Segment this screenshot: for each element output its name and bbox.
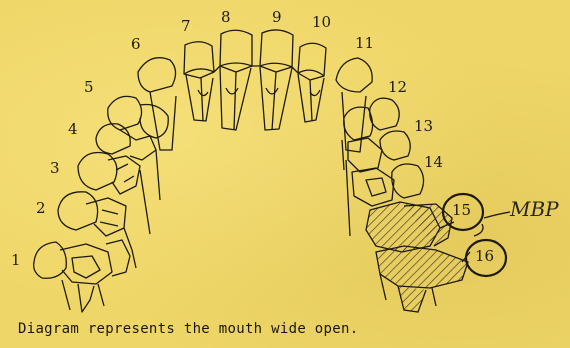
tooth-number-10: 10 [312,15,331,30]
tooth-number-14: 14 [424,155,443,170]
tooth-8 [220,30,252,72]
tooth-12 [370,98,399,130]
tooth-2 [58,192,98,230]
tooth-number-12: 12 [388,80,407,95]
tooth-number-8: 8 [221,10,231,25]
tooth-13 [380,131,410,160]
tooth-3 [78,153,117,191]
tooth-number-15: 15 [452,203,471,218]
handwritten-annotation: MBP [510,197,559,221]
tooth-number-9: 9 [272,10,282,25]
tooth-number-5: 5 [84,80,94,95]
tooth-number-3: 3 [50,161,60,176]
tooth-4 [96,124,130,154]
tooth-number-13: 13 [414,119,433,134]
tooth-number-7: 7 [181,19,191,34]
tooth-5 [108,96,142,130]
tooth-number-11: 11 [355,36,374,51]
tooth-16-marked [376,246,468,288]
tooth-number-16: 16 [475,249,494,264]
tooth-11 [336,58,372,92]
diagram-caption: Diagram represents the mouth wide open. [18,321,358,337]
tooth-1 [34,242,67,278]
tooth-number-4: 4 [68,122,78,137]
tooth-number-2: 2 [36,201,46,216]
tooth-number-6: 6 [131,37,141,52]
tooth-6 [138,58,176,92]
tooth-14 [392,164,424,198]
tooth-number-1: 1 [11,253,21,268]
tooth-7 [184,42,214,78]
